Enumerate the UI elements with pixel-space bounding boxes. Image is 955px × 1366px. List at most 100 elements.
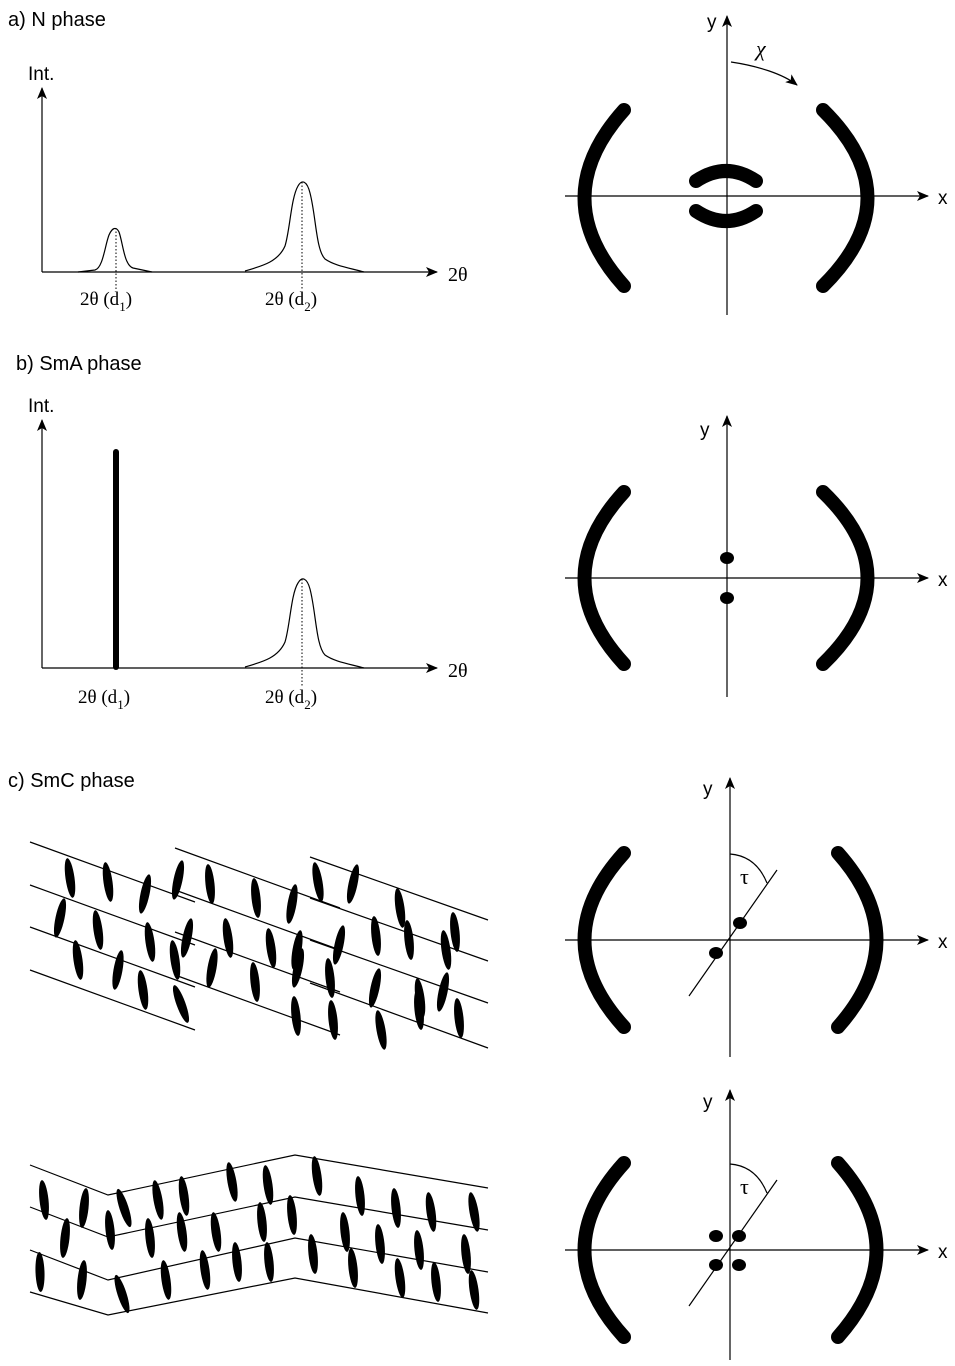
molecule <box>414 990 424 1030</box>
panel-b-heading: b) SmA phase <box>16 353 142 375</box>
molecule <box>391 1188 401 1228</box>
panel-a-peak-2-label: 2θ (d2) <box>265 289 317 314</box>
molecule <box>232 1242 242 1282</box>
molecule <box>137 970 149 1010</box>
molecule <box>60 1218 70 1258</box>
molecule <box>145 1218 155 1258</box>
molecule <box>116 1188 132 1228</box>
molecule <box>450 912 460 952</box>
molecule <box>286 884 298 924</box>
panel-b-spot-bottom <box>720 592 734 604</box>
panel-c-layers-bottom <box>29 1154 489 1316</box>
molecule <box>250 962 260 1002</box>
panel-c1-tau-arc <box>729 853 768 884</box>
molecule <box>291 930 303 970</box>
panel-c-diffraction-pattern-1: y x τ <box>565 777 948 1057</box>
panel-a: a) N phase Int. 2θ 2θ (d1) 2θ (d2) y x χ <box>8 9 948 315</box>
panel-a-arc-left <box>577 103 631 293</box>
molecule <box>53 898 67 938</box>
panel-c1-x-label: x <box>938 932 948 953</box>
panel-c1-arc-right <box>831 846 884 1034</box>
molecule <box>39 1180 49 1220</box>
panel-a-peak-1-label: 2θ (d1) <box>80 289 132 314</box>
molecule <box>72 940 84 980</box>
panel-b-peak-1-label: 2θ (d1) <box>78 687 130 712</box>
panel-a-inner-arc-top <box>689 164 763 188</box>
molecule <box>291 996 301 1036</box>
molecule <box>79 1188 89 1228</box>
molecule <box>35 1252 45 1292</box>
panel-c2-spot-lower-left <box>709 1259 723 1271</box>
molecule <box>102 862 114 902</box>
molecule <box>265 928 277 968</box>
panel-a-chi-label: χ <box>754 36 767 61</box>
molecule <box>169 940 181 980</box>
molecule <box>375 1224 385 1264</box>
molecule <box>431 1262 441 1302</box>
molecule <box>264 1242 274 1282</box>
molecule <box>64 858 76 898</box>
panel-a-two-theta-label: 2θ <box>448 264 468 286</box>
layer-lines-top <box>29 841 489 1049</box>
panel-b-peak-2-label: 2θ (d2) <box>265 687 317 712</box>
molecule <box>440 930 452 970</box>
molecule <box>257 1202 267 1242</box>
molecule <box>312 862 324 902</box>
molecule <box>138 874 152 914</box>
molecule <box>348 1248 358 1288</box>
panel-c2-tilt-line <box>688 1179 778 1307</box>
panel-b-intensity-plot: Int. 2θ 2θ (d1) 2θ (d2) <box>28 396 468 712</box>
panel-c-heading: c) SmC phase <box>8 770 135 792</box>
panel-a-chi-arrow <box>730 61 798 86</box>
molecule <box>287 1195 297 1235</box>
panel-a-arc-right <box>816 103 875 293</box>
molecule <box>404 920 414 960</box>
molecule <box>92 910 104 950</box>
panel-a-heading: a) N phase <box>8 9 106 31</box>
molecule <box>346 864 360 904</box>
molecule <box>178 1176 190 1216</box>
panel-c1-spot-top <box>733 917 747 929</box>
panel-c2-tau-label: τ <box>740 1174 749 1199</box>
panel-c2-x-label: x <box>938 1242 948 1263</box>
molecule <box>375 1010 387 1050</box>
panel-b-x-label: x <box>938 570 948 591</box>
molecule <box>77 1260 87 1300</box>
panel-a-peak-2 <box>244 181 365 273</box>
panel-b-peak-2 <box>244 578 365 669</box>
molecule <box>262 1165 274 1205</box>
molecule <box>414 1230 424 1270</box>
molecule <box>171 860 185 900</box>
panel-a-y-label: y <box>707 12 717 33</box>
molecule <box>172 985 190 1023</box>
molecule <box>160 1260 172 1300</box>
panel-c2-arc-right <box>831 1156 884 1344</box>
molecule <box>210 1212 222 1252</box>
panel-c2-arc-left <box>577 1156 631 1344</box>
molecule <box>461 1234 471 1274</box>
molecule <box>105 1210 115 1250</box>
panel-c: c) SmC phase y x <box>8 770 948 1360</box>
molecules-top <box>53 858 464 1050</box>
panel-b-y-label: y <box>700 420 710 441</box>
panel-c-diffraction-pattern-2: y x τ <box>565 1089 948 1360</box>
panel-b-arc-right <box>816 485 875 671</box>
panel-b-arc-left <box>577 485 631 671</box>
molecule <box>176 1212 188 1252</box>
panel-c2-spot-upper-right <box>732 1230 746 1242</box>
molecule <box>355 1176 365 1216</box>
molecule <box>371 916 381 956</box>
molecule <box>222 918 234 958</box>
molecule <box>425 1192 437 1232</box>
panel-c2-spot-lower-right <box>732 1259 746 1271</box>
panel-b-two-theta-label: 2θ <box>448 660 468 682</box>
panel-c-layers-top <box>29 841 489 1050</box>
panel-a-intensity-plot: Int. 2θ 2θ (d1) 2θ (d2) <box>28 64 468 314</box>
panel-c1-tau-label: τ <box>740 864 749 889</box>
molecule <box>112 950 124 990</box>
molecule <box>152 1180 164 1220</box>
panel-c1-y-label: y <box>703 779 713 800</box>
panel-c1-spot-bottom <box>709 947 723 959</box>
molecule <box>394 888 406 928</box>
